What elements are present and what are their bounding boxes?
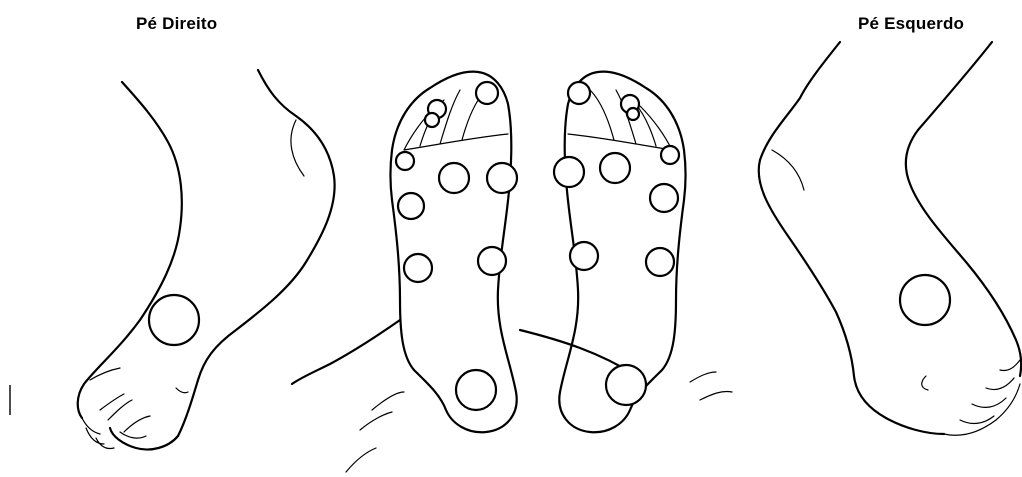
left-foot-dorsal [759, 42, 1021, 435]
left-foot-site-met-5 [650, 184, 678, 212]
right-foot-site-met-5 [398, 193, 424, 219]
right-foot-big-toe [110, 428, 178, 450]
left-foot-site-medial-mid [570, 242, 598, 270]
right-foot-site-met-1 [487, 163, 517, 193]
right-foot-site-heel [456, 370, 496, 410]
left-foot-dorsal-toes [944, 360, 1020, 435]
left-foot-site-met-3 [600, 153, 630, 183]
right-foot-site-lateral-mid [404, 254, 432, 282]
right-foot-ankle-line [291, 120, 304, 176]
right-foot-dorsal-site [149, 295, 199, 345]
right-foot-site-medial-mid [478, 247, 506, 275]
right-foot-site-toe-5 [396, 152, 414, 170]
left-foot-site-toe-5 [661, 146, 679, 164]
right-foot-dorsal [78, 70, 335, 450]
left-foot-site-met-1 [554, 157, 584, 187]
right-foot-toe-lines [90, 368, 188, 438]
left-foot-plantar [554, 72, 732, 433]
left-foot-site-toe-4 [627, 108, 639, 120]
right-foot-plantar [292, 72, 640, 472]
right-foot-ankle-detail [346, 392, 404, 472]
right-foot-dorsal-outline-outer [178, 70, 335, 436]
left-foot-site-lateral-mid [646, 248, 674, 276]
right-foot-site-toe-4 [425, 113, 439, 127]
left-foot-dorsal-site [900, 275, 950, 325]
left-foot-ankle-detail [690, 372, 732, 400]
right-foot-toes [82, 394, 150, 449]
left-foot-site-hallux [568, 82, 590, 104]
right-foot-site-hallux [476, 82, 498, 104]
right-foot-dorsal-outline [78, 82, 182, 418]
left-foot-dorsal-outline [759, 42, 944, 434]
left-foot-site-heel [606, 365, 646, 405]
right-foot-site-met-3 [439, 163, 469, 193]
